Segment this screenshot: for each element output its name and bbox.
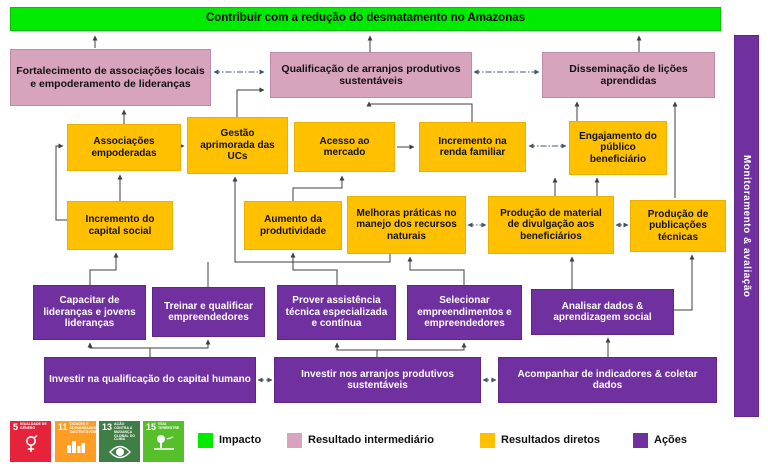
life-on-land-icon	[146, 434, 181, 452]
connector-invarr-selecionar	[377, 342, 467, 351]
direct-result-engajamento: Engajamento do público beneficiário	[569, 121, 667, 175]
sdg-13-title: Ação Contra a Mudança Global do Clima	[114, 422, 135, 442]
legend-impacto-swatch	[198, 432, 213, 448]
connector-invcap-treinar	[150, 339, 211, 349]
sdg-13-number: 13	[102, 422, 113, 432]
intermediate-result-qualificacao: Qualificação de arranjos produtivos sust…	[270, 52, 472, 98]
legend-impacto: Impacto	[198, 432, 261, 448]
legend-acoes-label: Ações	[654, 434, 688, 446]
connector-capsocial-assoc-left	[55, 143, 67, 221]
action-acompanhar: Acompanhar de indicadores & coletar dado…	[498, 357, 717, 403]
impact-bar: Contribuir com a redução do desmatamento…	[10, 7, 721, 31]
legend-resultados-diretos-label: Resultados diretos	[501, 434, 601, 446]
direct-result-renda-familiar: Incremento na renda familiar	[419, 122, 526, 172]
sdg-15-number: 15	[146, 422, 157, 432]
sdg-11-number: 11	[58, 422, 68, 432]
sdg-5-number: 5	[13, 422, 19, 432]
legend-resultado-intermediario: Resultado intermediário	[287, 432, 434, 448]
direct-result-associacoes: Associações empoderadas	[67, 124, 181, 171]
sdg-15-title: Vida Terrestre	[158, 422, 180, 430]
connector-invarr-prover	[334, 342, 378, 357]
sdg-15-badge: 15 Vida Terrestre	[143, 421, 184, 462]
connector-invcap-capacitar	[87, 342, 151, 357]
legend-impacto-label: Impacto	[219, 434, 262, 446]
action-investir-arranjos: Investir nos arranjos produtivos sustent…	[274, 357, 481, 403]
legend-acoes-swatch	[633, 432, 648, 448]
sdg-11-badge: 11 Cidades e Comunidades Sustentáveis	[55, 421, 96, 462]
legend-resultado-intermediario-label: Resultado intermediário	[308, 434, 434, 446]
sdg-5-title: Igualdade de Gênero	[20, 422, 47, 430]
connector-renda-pink2	[366, 101, 473, 122]
direct-result-material-divulgacao: Produção de material de divulgação aos b…	[488, 196, 614, 254]
sdg-11-title: Cidades e Comunidades Sustentáveis	[69, 422, 96, 434]
legend-resultado-intermediario-swatch	[287, 432, 302, 448]
connector-selecionar-melhoras	[407, 256, 465, 285]
sdg-13-badge: 13 Ação Contra a Mudança Global do Clima	[99, 421, 140, 462]
connector-gestao-pink2	[236, 87, 265, 117]
connector-prover-aumento	[290, 252, 338, 285]
direct-result-capital-social: Incremento do capital social	[67, 201, 173, 250]
action-investir-capital: Investir na qualificação do capital huma…	[44, 357, 256, 403]
action-selecionar: Selecionar empreendimentos e empreendedo…	[407, 285, 522, 340]
direct-result-publicacoes: Produção de publicações técnicas	[630, 200, 726, 252]
direct-result-gestao-ucs: Gestão aprimorada das UCs	[187, 117, 288, 174]
action-treinar: Treinar e qualificar empreendedores	[152, 287, 265, 337]
direct-result-acesso-mercado: Acesso ao mercado	[294, 122, 395, 172]
gender-equality-icon	[13, 434, 48, 454]
legend-acoes: Ações	[633, 432, 687, 448]
direct-result-produtividade: Aumento da produtividade	[244, 201, 342, 250]
connector-analisar-pubs	[674, 254, 695, 311]
legend-resultados-diretos: Resultados diretos	[480, 432, 600, 448]
intermediate-result-fortalecimento: Fortalecimento de associações locais e e…	[10, 49, 211, 106]
climate-action-icon	[102, 444, 137, 460]
intermediate-result-disseminacao: Disseminação de lições aprendidas	[542, 52, 715, 98]
connector-aumento-acesso	[292, 175, 345, 201]
action-capacitar: Capacitar de lideranças e jovens lideran…	[33, 285, 146, 340]
direct-result-melhoras-praticas: Melhoras práticas no manejo dos recursos…	[347, 196, 466, 254]
sustainable-cities-icon	[58, 437, 93, 455]
action-analisar: Analisar dados & aprendizagem social	[531, 289, 674, 335]
connector-capacitar-capsocial	[89, 252, 119, 285]
sdg-5-badge: 5 Igualdade de Gênero	[10, 421, 51, 462]
action-prover: Prover assistência técnica especializada…	[277, 285, 396, 340]
monitoring-sidebar: Monitoramento & avaliação	[734, 35, 759, 417]
legend-resultados-diretos-swatch	[480, 432, 495, 448]
